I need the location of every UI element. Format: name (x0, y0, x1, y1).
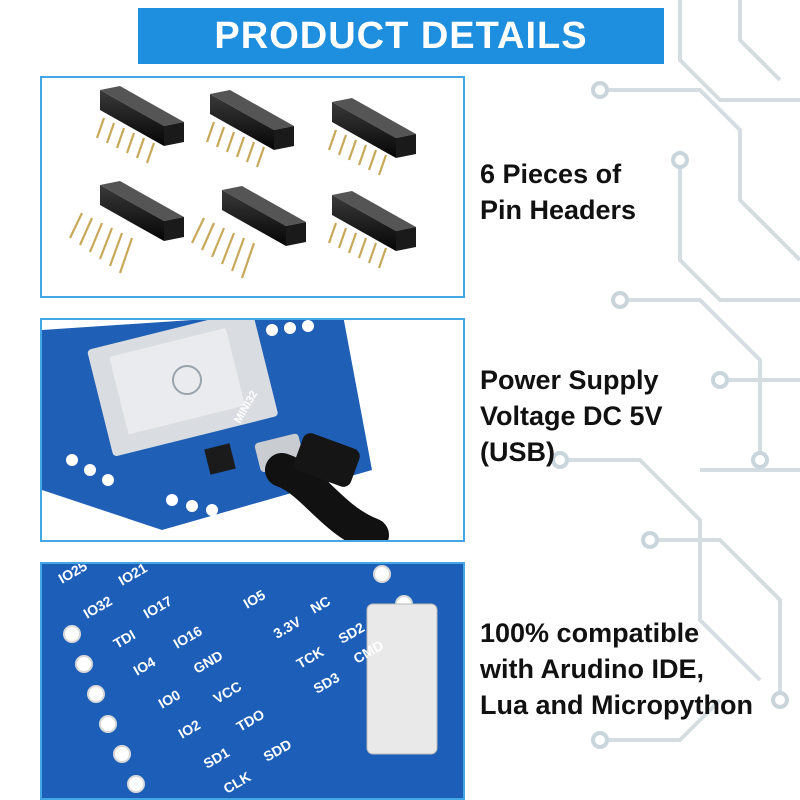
feature-caption-power-supply: Power Supply Voltage DC 5V (USB) (480, 365, 663, 467)
pin-headers-image (40, 76, 465, 298)
pinout-illustration: IO25 IO21 IO32 IO17 IO5 TDI IO16 3.3V NC… (42, 564, 463, 798)
board-usb-image: MINI32 (40, 318, 465, 542)
feature-caption-pin-headers: 6 Pieces of Pin Headers (480, 159, 637, 225)
pin-headers-illustration (69, 86, 418, 279)
board-pinout-image: IO25 IO21 IO32 IO17 IO5 TDI IO16 3.3V NC… (40, 562, 465, 800)
board-illustration: MINI32 (42, 320, 389, 540)
product-details-banner: PRODUCT DETAILS (138, 8, 664, 64)
feature-caption-compatibility: 100% compatible with Arudino IDE, Lua an… (480, 618, 753, 720)
